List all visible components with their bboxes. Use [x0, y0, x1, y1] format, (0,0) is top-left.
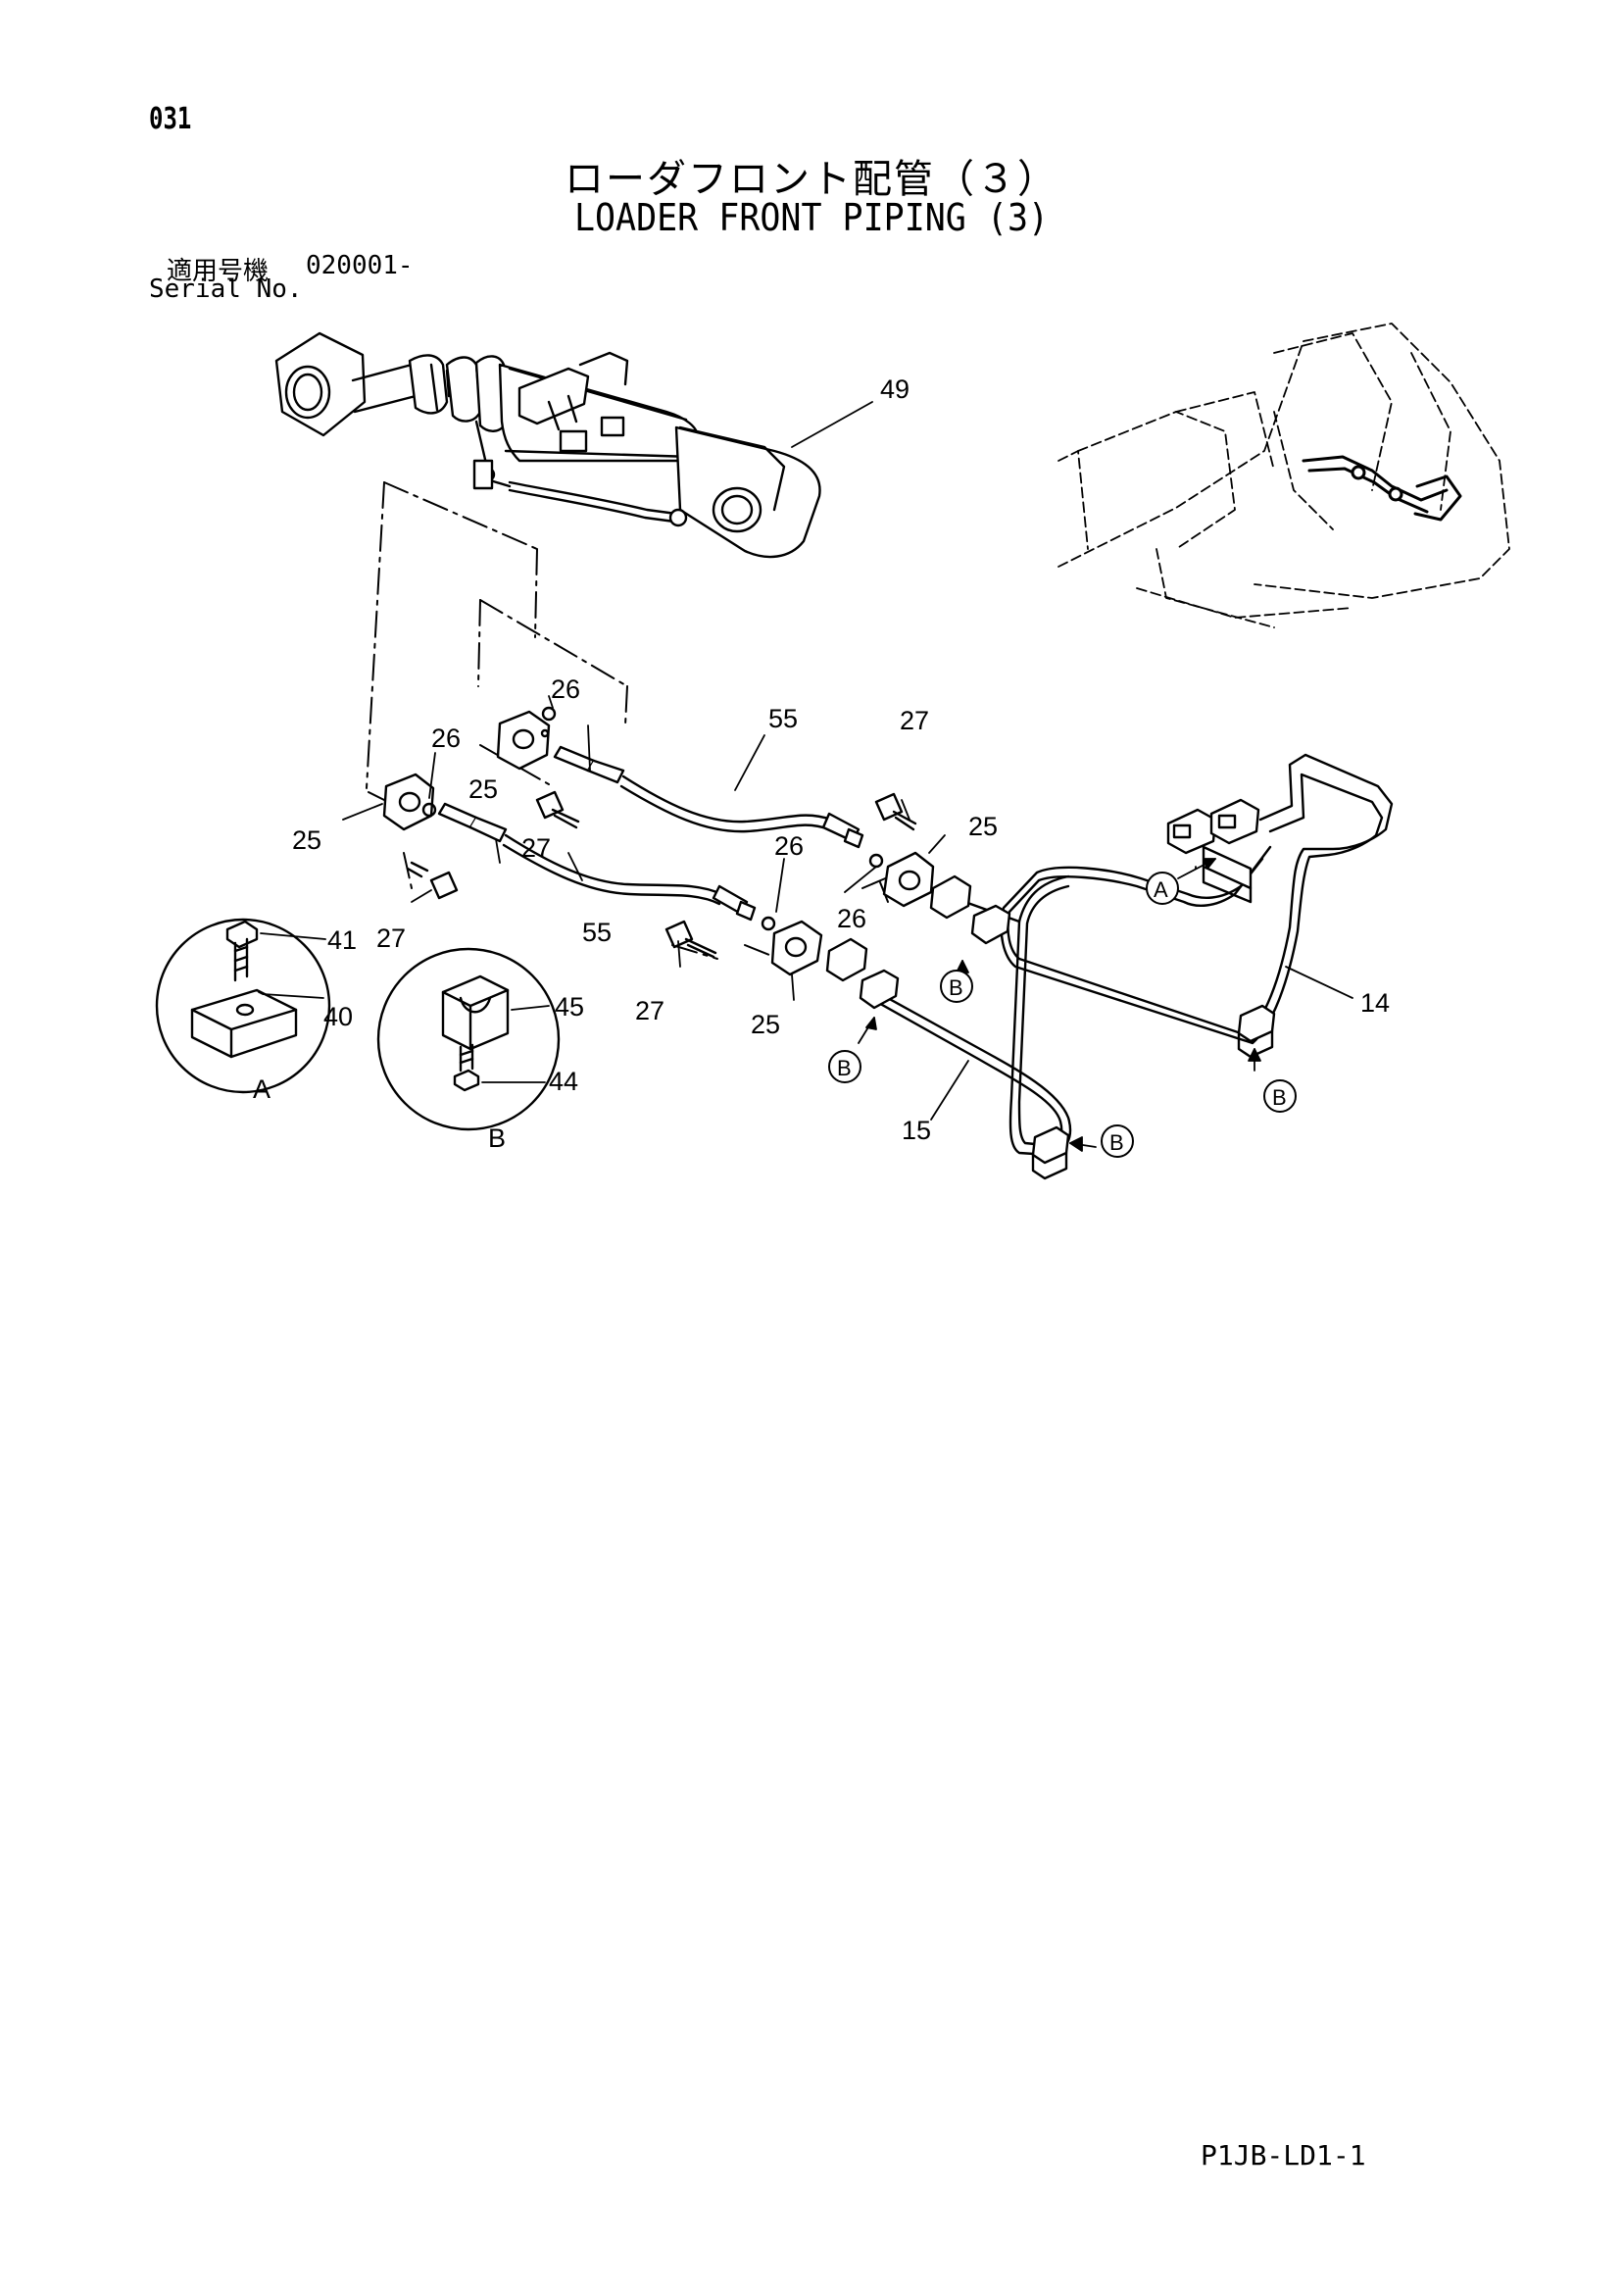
callout-27-lower: 27 [635, 996, 664, 1025]
serial-label-english: Serial No. [149, 275, 303, 304]
serial-label-japanese: 適用号機 [167, 257, 270, 286]
callout-49: 49 [880, 374, 910, 404]
callout-25-upper: 25 [468, 774, 498, 804]
pipe-clamps [825, 798, 1276, 1180]
clamp-marker-circles [828, 872, 1297, 1158]
callout-55-lower: 55 [582, 918, 612, 947]
steel-pipe-14 [1000, 753, 1394, 1045]
marker-b-1: B [949, 975, 963, 1000]
flange-fittings [382, 710, 935, 976]
callout-45: 45 [555, 992, 584, 1022]
callout-25-left: 25 [292, 825, 321, 855]
marker-b-2: B [837, 1056, 852, 1080]
steel-pipe-15 [864, 874, 1072, 1157]
document-code: P1JB-LD1-1 [1201, 2139, 1366, 2171]
page-title-japanese: ローダフロント配管（３） [565, 157, 1058, 202]
callout-25-lower: 25 [751, 1010, 780, 1039]
callout-44: 44 [549, 1067, 578, 1096]
callout-14: 14 [1360, 988, 1390, 1018]
detail-view-a [155, 918, 331, 1094]
hose-assemblies-55 [437, 745, 864, 922]
flange-bolts [406, 790, 917, 959]
callout-27-left: 27 [376, 923, 406, 953]
location-highlight-piping [1302, 455, 1462, 522]
leader-lines [258, 401, 1353, 1121]
callout-26-upper: 26 [551, 674, 580, 704]
callout-26-right: 26 [837, 904, 866, 933]
page-title-english: LOADER FRONT PIPING (3) [573, 196, 1050, 239]
callout-15: 15 [902, 1116, 931, 1145]
marker-b-3: B [1272, 1085, 1287, 1110]
machine-location-sketch [1057, 323, 1510, 628]
callout-27-upper: 27 [521, 833, 551, 863]
callout-40: 40 [323, 1002, 353, 1031]
detail-label-b: B [488, 1123, 506, 1153]
callout-26-middle: 26 [774, 831, 804, 861]
callout-27-right: 27 [900, 706, 929, 735]
marker-b-4: B [1109, 1130, 1124, 1155]
callout-26-left: 26 [431, 724, 461, 753]
serial-number-value: 020001- [306, 251, 414, 280]
clamp-marker-arrows [858, 858, 1261, 1152]
callout-55-upper: 55 [768, 704, 798, 733]
callout-labels: 49 55 55 26 26 26 26 25 25 25 25 27 27 2… [253, 374, 1390, 1155]
callout-41: 41 [327, 925, 357, 955]
detail-view-b [376, 947, 561, 1131]
page-number: 031 [149, 102, 192, 136]
hydraulic-cylinder-49 [274, 331, 821, 559]
marker-a: A [1154, 877, 1168, 902]
o-rings [421, 706, 884, 931]
callout-25-right: 25 [968, 812, 998, 841]
detail-label-a: A [253, 1074, 270, 1104]
